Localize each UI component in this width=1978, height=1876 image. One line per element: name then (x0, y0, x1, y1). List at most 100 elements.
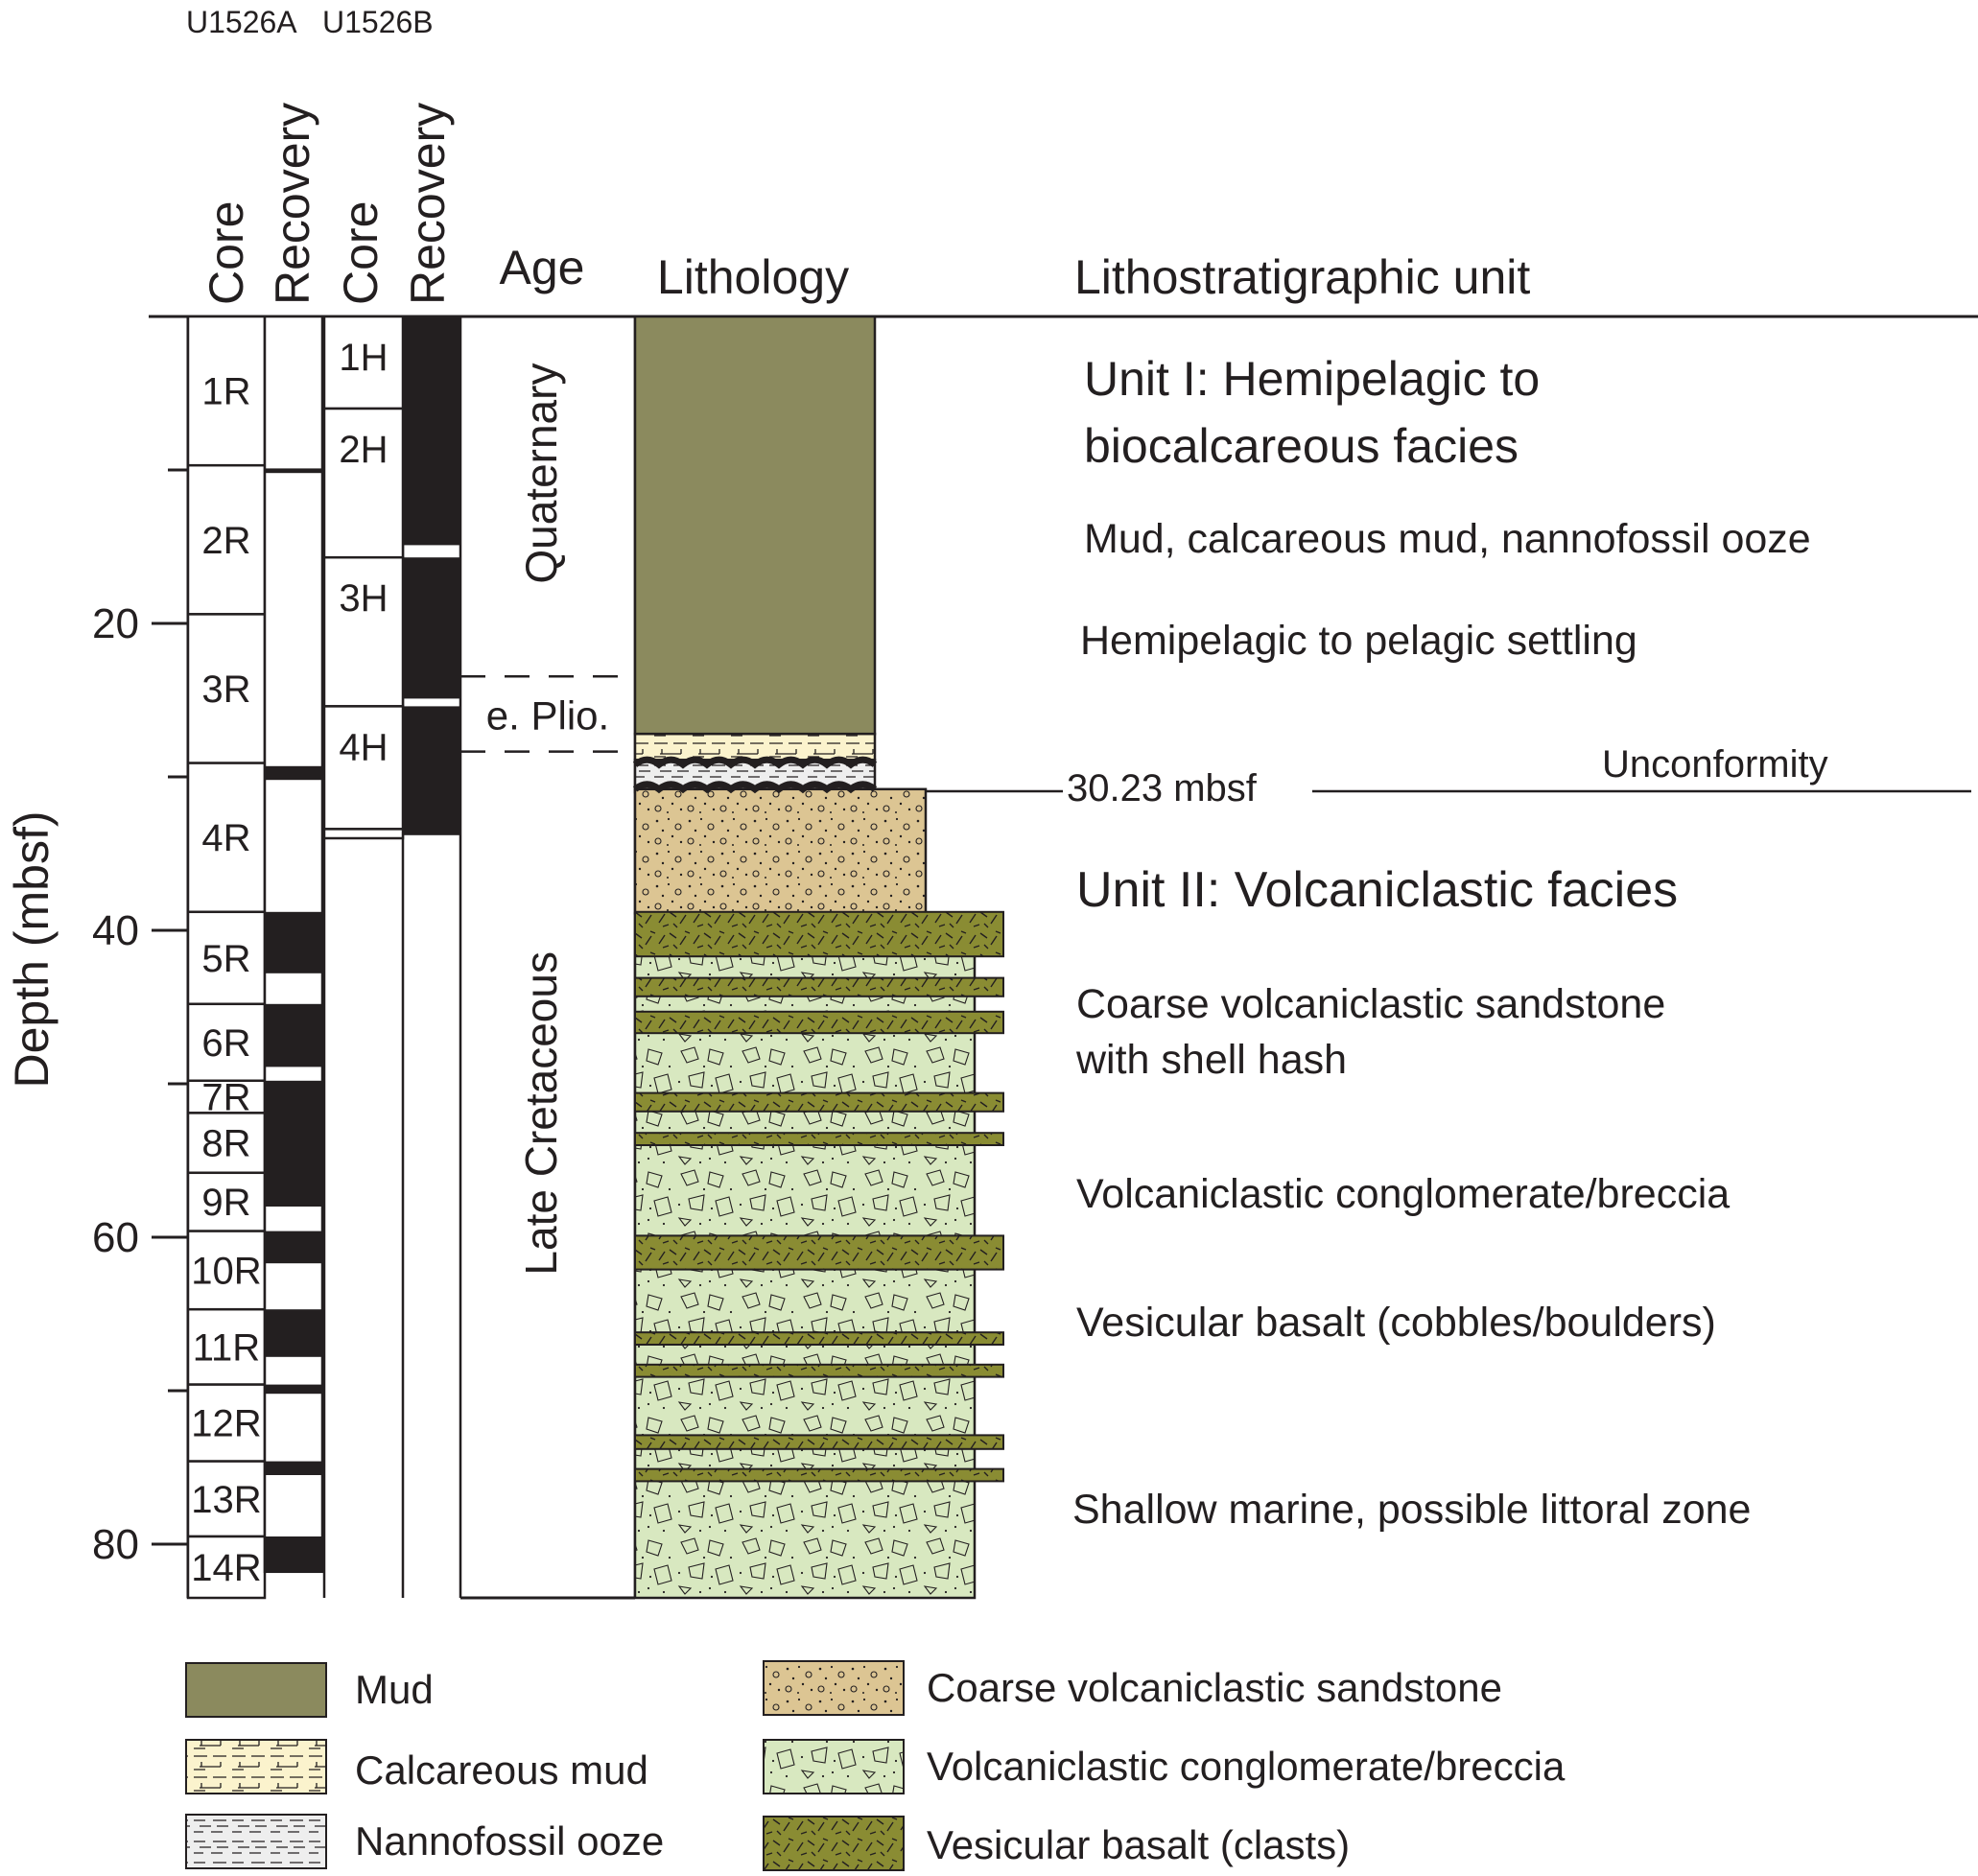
core-a-label: 13R (191, 1479, 261, 1521)
legend-swatch-sandstone (763, 1660, 905, 1716)
litho-vesicular-basalt-layer (634, 1467, 1004, 1483)
core-b-label: 4H (339, 726, 388, 768)
core-a-box (186, 1535, 267, 1600)
litho-vesicular-basalt-layer (634, 1331, 1004, 1346)
core-a-label: 4R (201, 817, 250, 859)
depth-axis: 20 40 60 80 (92, 317, 190, 1598)
core-a-box (186, 1171, 267, 1232)
legend-label-conglomerate: Volcaniclastic conglomerate/breccia (927, 1744, 1566, 1789)
litho-vesicular-basalt-layer (634, 1132, 1004, 1146)
legend-swatch-calcareous-mud (185, 1739, 327, 1794)
age-label-early-pliocene: e. Plio. (486, 692, 609, 738)
core-a-box (186, 1079, 267, 1114)
recovery-a-bar (265, 765, 322, 781)
core-b-box (322, 407, 405, 559)
header-recovery-a: Recovery (266, 103, 319, 305)
core-a-box (186, 762, 267, 914)
depth-tick-label: 20 (92, 600, 139, 647)
unit-2-line-5: Shallow marine, possible littoral zone (1072, 1487, 1751, 1533)
unit-2-title: Unit II: Volcaniclastic facies (1076, 862, 1678, 918)
core-b-label: 2H (339, 429, 388, 471)
recovery-b-bar (403, 317, 460, 409)
legend-label-basalt: Vesicular basalt (clasts) (927, 1822, 1350, 1867)
core-a-label: 9R (201, 1182, 250, 1224)
core-b-box (322, 555, 405, 708)
unit-2-line-3: Volcaniclastic conglomerate/breccia (1076, 1171, 1730, 1217)
recovery-a-bar (265, 1080, 322, 1207)
legend-swatch-mud (185, 1662, 327, 1718)
age-label-late-cretaceous: Late Cretaceous (516, 951, 566, 1276)
core-a-label: 10R (191, 1250, 261, 1292)
depth-tick-label: 40 (92, 907, 139, 954)
recovery-b-bar (403, 557, 460, 699)
depth-axis-label: Depth (mbsf) (5, 811, 59, 1089)
recovery-b-bar (403, 706, 460, 835)
litho-sandstone (633, 787, 928, 915)
core-a-box (186, 1460, 267, 1538)
header-core-b: Core (334, 201, 388, 305)
unit-1-title-line-1: Unit I: Hemipelagic to (1084, 352, 1540, 406)
core-a-label: 5R (201, 938, 250, 980)
recovery-a-bar (265, 1384, 322, 1395)
recovery-a-bar (265, 1536, 322, 1572)
depth-tick-label: 80 (92, 1521, 139, 1568)
hole-label-a: U1526A (186, 5, 297, 39)
core-b-box (322, 705, 405, 831)
litho-vesicular-basalt-layer (634, 976, 1004, 997)
lithology-column (632, 315, 1004, 1600)
core-a-label: 14R (191, 1547, 261, 1589)
header-unit: Lithostratigraphic unit (1074, 250, 1530, 304)
unconformity-wavy-line (632, 756, 878, 769)
litho-calcareous-mud (633, 732, 877, 762)
core-a-label: 12R (191, 1403, 261, 1445)
core-a-label: 8R (201, 1123, 250, 1165)
header-core-a: Core (200, 201, 253, 305)
recovery-b-bar (403, 409, 460, 546)
litho-vesicular-basalt-layer (634, 1434, 1004, 1450)
legend-label-sandstone: Coarse volcaniclastic sandstone (927, 1665, 1502, 1710)
unit-2-line-2: with shell hash (1075, 1037, 1347, 1083)
core-column-b: 1H 2H 3H 4H (322, 315, 405, 1598)
core-b-label: 3H (339, 577, 388, 620)
hole-label-b: U1526B (322, 5, 434, 39)
header-lithology: Lithology (657, 250, 849, 304)
core-a-box (186, 463, 267, 616)
litho-vesicular-basalt-layer (634, 1010, 1004, 1035)
unit-1-line-2: Hemipelagic to pelagic settling (1080, 618, 1637, 664)
core-a-label: 11R (193, 1326, 260, 1369)
recovery-column-b (403, 317, 462, 1598)
legend-swatch-basalt (763, 1816, 905, 1871)
unit-1-line-1: Mud, calcareous mud, nannofossil ooze (1084, 516, 1811, 562)
recovery-a-bar (265, 1003, 322, 1067)
core-a-box (186, 910, 267, 1006)
age-column: Quaternary e. Plio. Late Cretaceous (460, 317, 637, 1600)
legend-swatch-conglomerate (763, 1739, 905, 1794)
litho-vesicular-basalt-layer (634, 1091, 1004, 1113)
recovery-a-bar (265, 1231, 322, 1264)
core-b-label: 1H (339, 337, 388, 379)
legend-label-mud: Mud (355, 1667, 434, 1712)
unconformity-depth-label: 30.23 mbsf (1067, 767, 1258, 809)
core-a-label: 2R (201, 520, 250, 562)
unconformity-label: Unconformity (1602, 743, 1828, 786)
recovery-column-a (263, 315, 324, 1574)
litho-mud (633, 315, 877, 736)
core-b-box (322, 828, 405, 840)
legend: Mud Calcareous mud Nannofossil ooze Coar… (185, 1660, 1566, 1871)
core-a-box (186, 1307, 267, 1386)
unit-2-line-4: Vesicular basalt (cobbles/boulders) (1076, 1300, 1716, 1346)
unconformity-wavy-line (632, 781, 878, 794)
litho-vesicular-basalt-layer (634, 910, 1004, 958)
recovery-a-bar (265, 1461, 322, 1475)
litho-vesicular-basalt-layer (634, 1234, 1004, 1271)
age-label-quaternary: Quaternary (516, 363, 566, 584)
depth-tick-label: 60 (92, 1214, 139, 1261)
header-age: Age (500, 241, 585, 294)
recovery-a-bar (265, 1309, 322, 1357)
header-recovery-b: Recovery (401, 103, 455, 305)
legend-label-nannofossil-ooze: Nannofossil ooze (355, 1818, 664, 1864)
legend-swatch-nannofossil-ooze (185, 1814, 327, 1869)
legend-label-calcareous-mud: Calcareous mud (355, 1747, 648, 1793)
